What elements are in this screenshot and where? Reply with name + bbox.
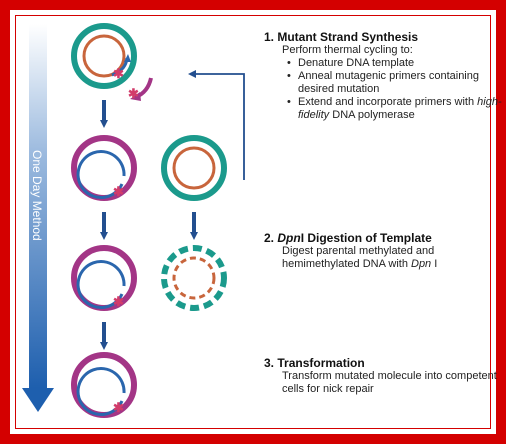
step-2-desc-pre: Digest parental methylated and hemimethy… — [282, 245, 435, 270]
step-3-desc: Transform mutated molecule into competen… — [282, 370, 497, 395]
step-1-bullets: Denature DNA template Anneal mutagenic p… — [264, 57, 506, 122]
mutation-mark: ✱ — [113, 184, 124, 199]
inner-frame — [15, 15, 491, 429]
step-2-heading: 2. DpnI Digestion of Template — [264, 231, 506, 245]
step-1-number: 1. — [264, 30, 275, 44]
mutation-mark-inner: ✱ — [113, 66, 124, 81]
step-transformation: 3. Transformation Transform mutated mole… — [264, 356, 506, 396]
bullet-extend-pre: Extend and incorporate primers with — [298, 96, 478, 108]
bullet-denature: Denature DNA template — [287, 57, 506, 70]
plasmid-mutant-product: ✱ — [71, 135, 137, 201]
plasmid-digested — [161, 245, 227, 311]
step-2-title-italic: Dpn — [277, 231, 301, 245]
bullet-extend-italic: high-fidelity — [298, 96, 502, 121]
plasmid-template: ✱ ✱ — [71, 23, 153, 101]
plasmid-transformed: ✱ — [71, 352, 137, 418]
step-2-desc-post: I — [431, 258, 438, 270]
bullet-extend-post: DNA polymerase — [329, 109, 415, 121]
step-2-number: 2. — [264, 231, 275, 245]
step-1-heading: 1. Mutant Strand Synthesis — [264, 30, 506, 44]
mutation-mark-outer: ✱ — [128, 86, 139, 101]
step-1-title: Mutant Strand Synthesis — [277, 30, 419, 44]
step-dpni-digestion: 2. DpnI Digestion of Template Digest par… — [264, 231, 506, 271]
step-3-number: 3. — [264, 356, 275, 370]
bullet-extend: Extend and incorporate primers with high… — [287, 96, 506, 122]
step-3-heading: 3. Transformation — [264, 356, 506, 370]
cycle-arrow — [194, 73, 245, 180]
step-1-intro: Perform thermal cycling to: — [282, 44, 413, 56]
method-label: One Day Method — [30, 150, 44, 241]
step-3-title: Transformation — [277, 356, 365, 370]
step-2-title-rest: I Digestion of Template — [300, 231, 432, 245]
timeline-arrow — [22, 24, 54, 412]
mutation-mark: ✱ — [113, 294, 124, 309]
step-mutant-strand-synthesis: 1. Mutant Strand Synthesis Perform therm… — [264, 30, 506, 122]
plasmid-after-digestion: ✱ — [71, 245, 137, 311]
step-2-desc: Digest parental methylated and hemimethy… — [282, 245, 506, 271]
plasmid-parental — [161, 135, 227, 201]
mutation-mark: ✱ — [113, 400, 124, 415]
bullet-anneal: Anneal mutagenic primers containing desi… — [287, 70, 506, 96]
step-2-desc-italic: Dpn — [411, 258, 432, 270]
